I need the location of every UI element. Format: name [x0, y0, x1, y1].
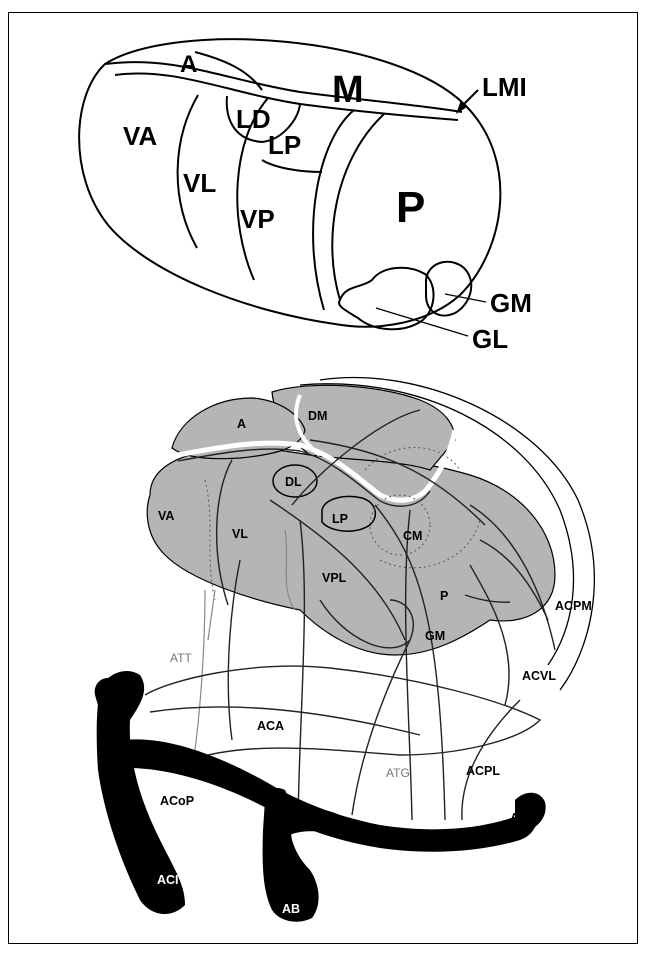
- label-att: ATT: [170, 651, 192, 665]
- label-aci: ACI: [157, 873, 179, 887]
- label-gl-top: GL: [472, 324, 508, 354]
- label-vp-top: VP: [240, 204, 275, 234]
- ab-top: [285, 808, 345, 835]
- top-outline: [79, 39, 500, 326]
- label-atg: ATG: [386, 766, 410, 780]
- artery-att-2: [208, 590, 215, 640]
- label-dm: DM: [308, 409, 327, 423]
- aca-loop: [145, 666, 540, 760]
- label-a-bottom: A: [237, 417, 246, 431]
- artery-att: [192, 590, 205, 770]
- label-lp-bottom: LP: [332, 512, 348, 526]
- gl-leader: [376, 308, 468, 336]
- label-p-bottom: P: [440, 589, 448, 603]
- lp-p-border: [313, 110, 354, 310]
- label-vl-bottom: VL: [232, 527, 248, 541]
- label-vpl: VPL: [322, 571, 347, 585]
- label-acpm: ACPM: [555, 599, 592, 613]
- label-acop: ACoP: [160, 794, 194, 808]
- lp-nucleus: [322, 497, 375, 532]
- label-gm-bottom: GM: [425, 629, 445, 643]
- label-cm: CM: [403, 529, 422, 543]
- label-a-top: A: [180, 51, 197, 78]
- gl-body: [339, 268, 433, 329]
- label-gm-top: GM: [490, 288, 532, 318]
- label-acpl: ACPL: [466, 764, 500, 778]
- label-vl-top: VL: [183, 168, 216, 198]
- label-lmi: LMI: [482, 72, 527, 102]
- bottom-vascular-diagram: A DM DL VA VL LP CM VPL P GM ACPM ATT AC…: [95, 378, 595, 922]
- label-dl: DL: [285, 475, 302, 489]
- gm-leader: [445, 294, 486, 302]
- lp-vp-border: [262, 160, 322, 172]
- label-p-top: P: [396, 183, 425, 232]
- label-va-top: VA: [123, 121, 157, 151]
- label-m: M: [332, 69, 364, 111]
- label-aca: ACA: [257, 719, 284, 733]
- label-ld: LD: [236, 104, 271, 134]
- artery-acpl: [462, 700, 520, 820]
- label-acvl: ACVL: [522, 669, 556, 683]
- p-border: [332, 114, 384, 300]
- label-ab: AB: [282, 902, 300, 916]
- label-acp: ACP: [510, 811, 536, 825]
- label-va-bottom: VA: [158, 509, 174, 523]
- lamina-line-2: [115, 73, 458, 120]
- label-lp-top: LP: [268, 130, 301, 160]
- top-thalamus-schematic: A M LMI VA LD LP VL VP P GM GL: [79, 39, 532, 354]
- artery-gm: [352, 640, 410, 815]
